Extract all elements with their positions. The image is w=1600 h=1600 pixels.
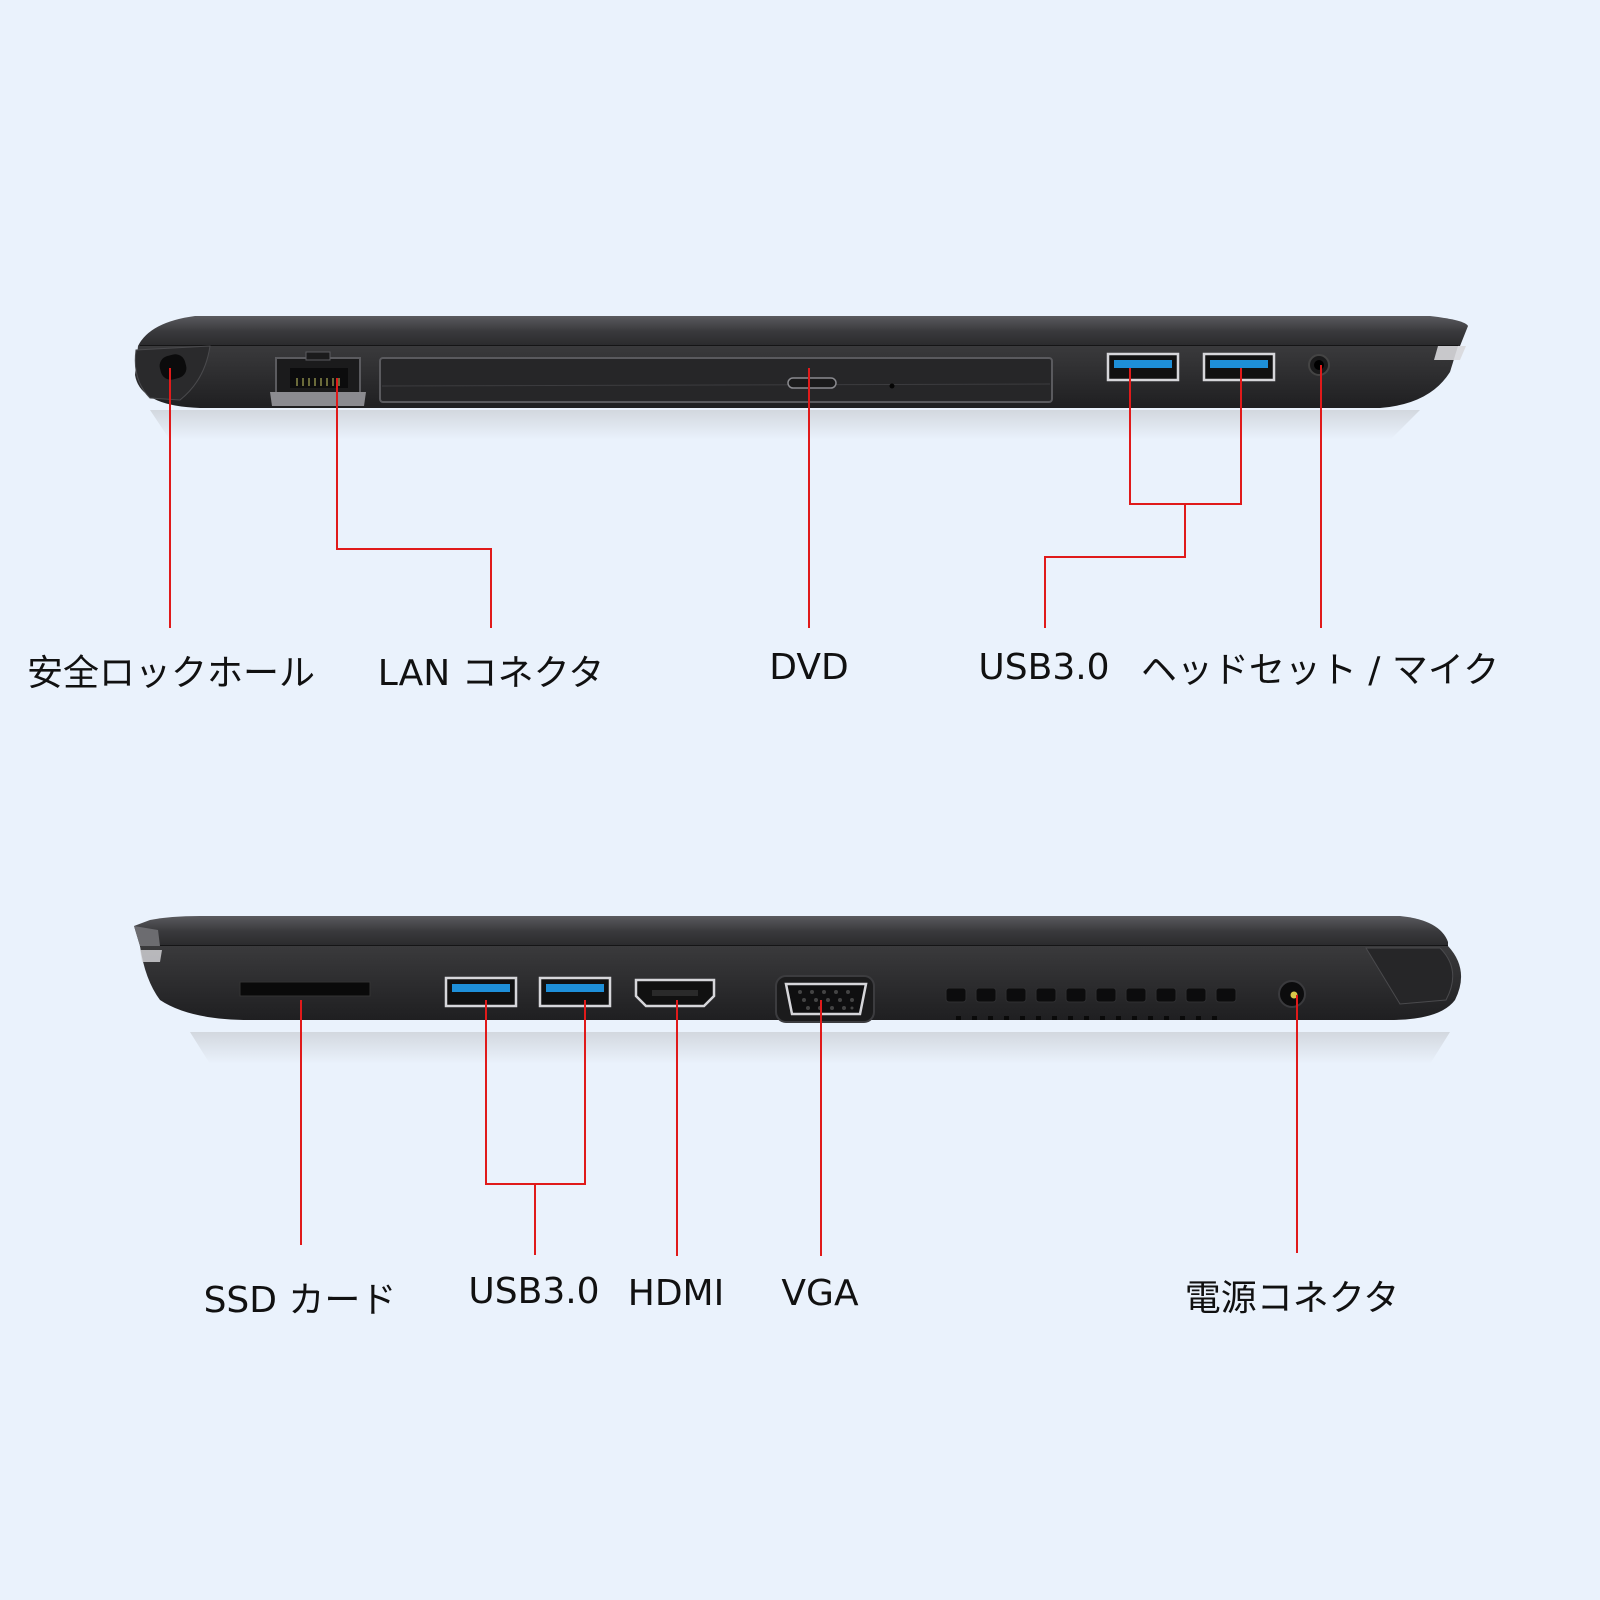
leader-line-usb: [1044, 556, 1186, 558]
label-dvd: DVD: [769, 647, 849, 688]
leader-line-audio: [1320, 365, 1322, 628]
label-lan-connector: LAN コネクタ: [377, 653, 605, 694]
leader-line-lan: [336, 378, 338, 550]
laptop-side-view-bottom: [0, 880, 1600, 1080]
leader-line-dvd: [808, 368, 810, 628]
leader-line-lock: [169, 368, 171, 628]
leader-line-usb: [1129, 368, 1131, 504]
leader-line-card: [300, 1000, 302, 1245]
leader-line-usb: [534, 1183, 536, 1255]
leader-line-vga: [820, 1000, 822, 1256]
label-headset-mic: ヘッドセット / マイク: [1140, 650, 1500, 691]
label-ssd-card: SSD カード: [203, 1280, 397, 1321]
leader-line-usb: [1044, 556, 1046, 628]
leader-line-lan: [336, 548, 492, 550]
label-hdmi: HDMI: [627, 1273, 725, 1314]
leader-line-usb: [485, 1000, 487, 1185]
label-vga: VGA: [781, 1273, 859, 1314]
lock-slot-icon: [159, 354, 187, 380]
leader-line-usb: [1240, 368, 1242, 504]
leader-line-lan: [490, 548, 492, 628]
label-security-lock-slot: 安全ロックホール: [26, 653, 316, 694]
leader-line-usb: [584, 1000, 586, 1185]
leader-line-power: [1296, 995, 1298, 1253]
label-usb3: USB3.0: [978, 647, 1110, 688]
leader-line-hdmi: [676, 1000, 678, 1256]
laptop-side-view-top: [0, 0, 1600, 460]
label-usb3: USB3.0: [468, 1271, 600, 1312]
label-power-connector: 電源コネクタ: [1184, 1278, 1400, 1319]
leader-line-usb: [1184, 503, 1186, 558]
